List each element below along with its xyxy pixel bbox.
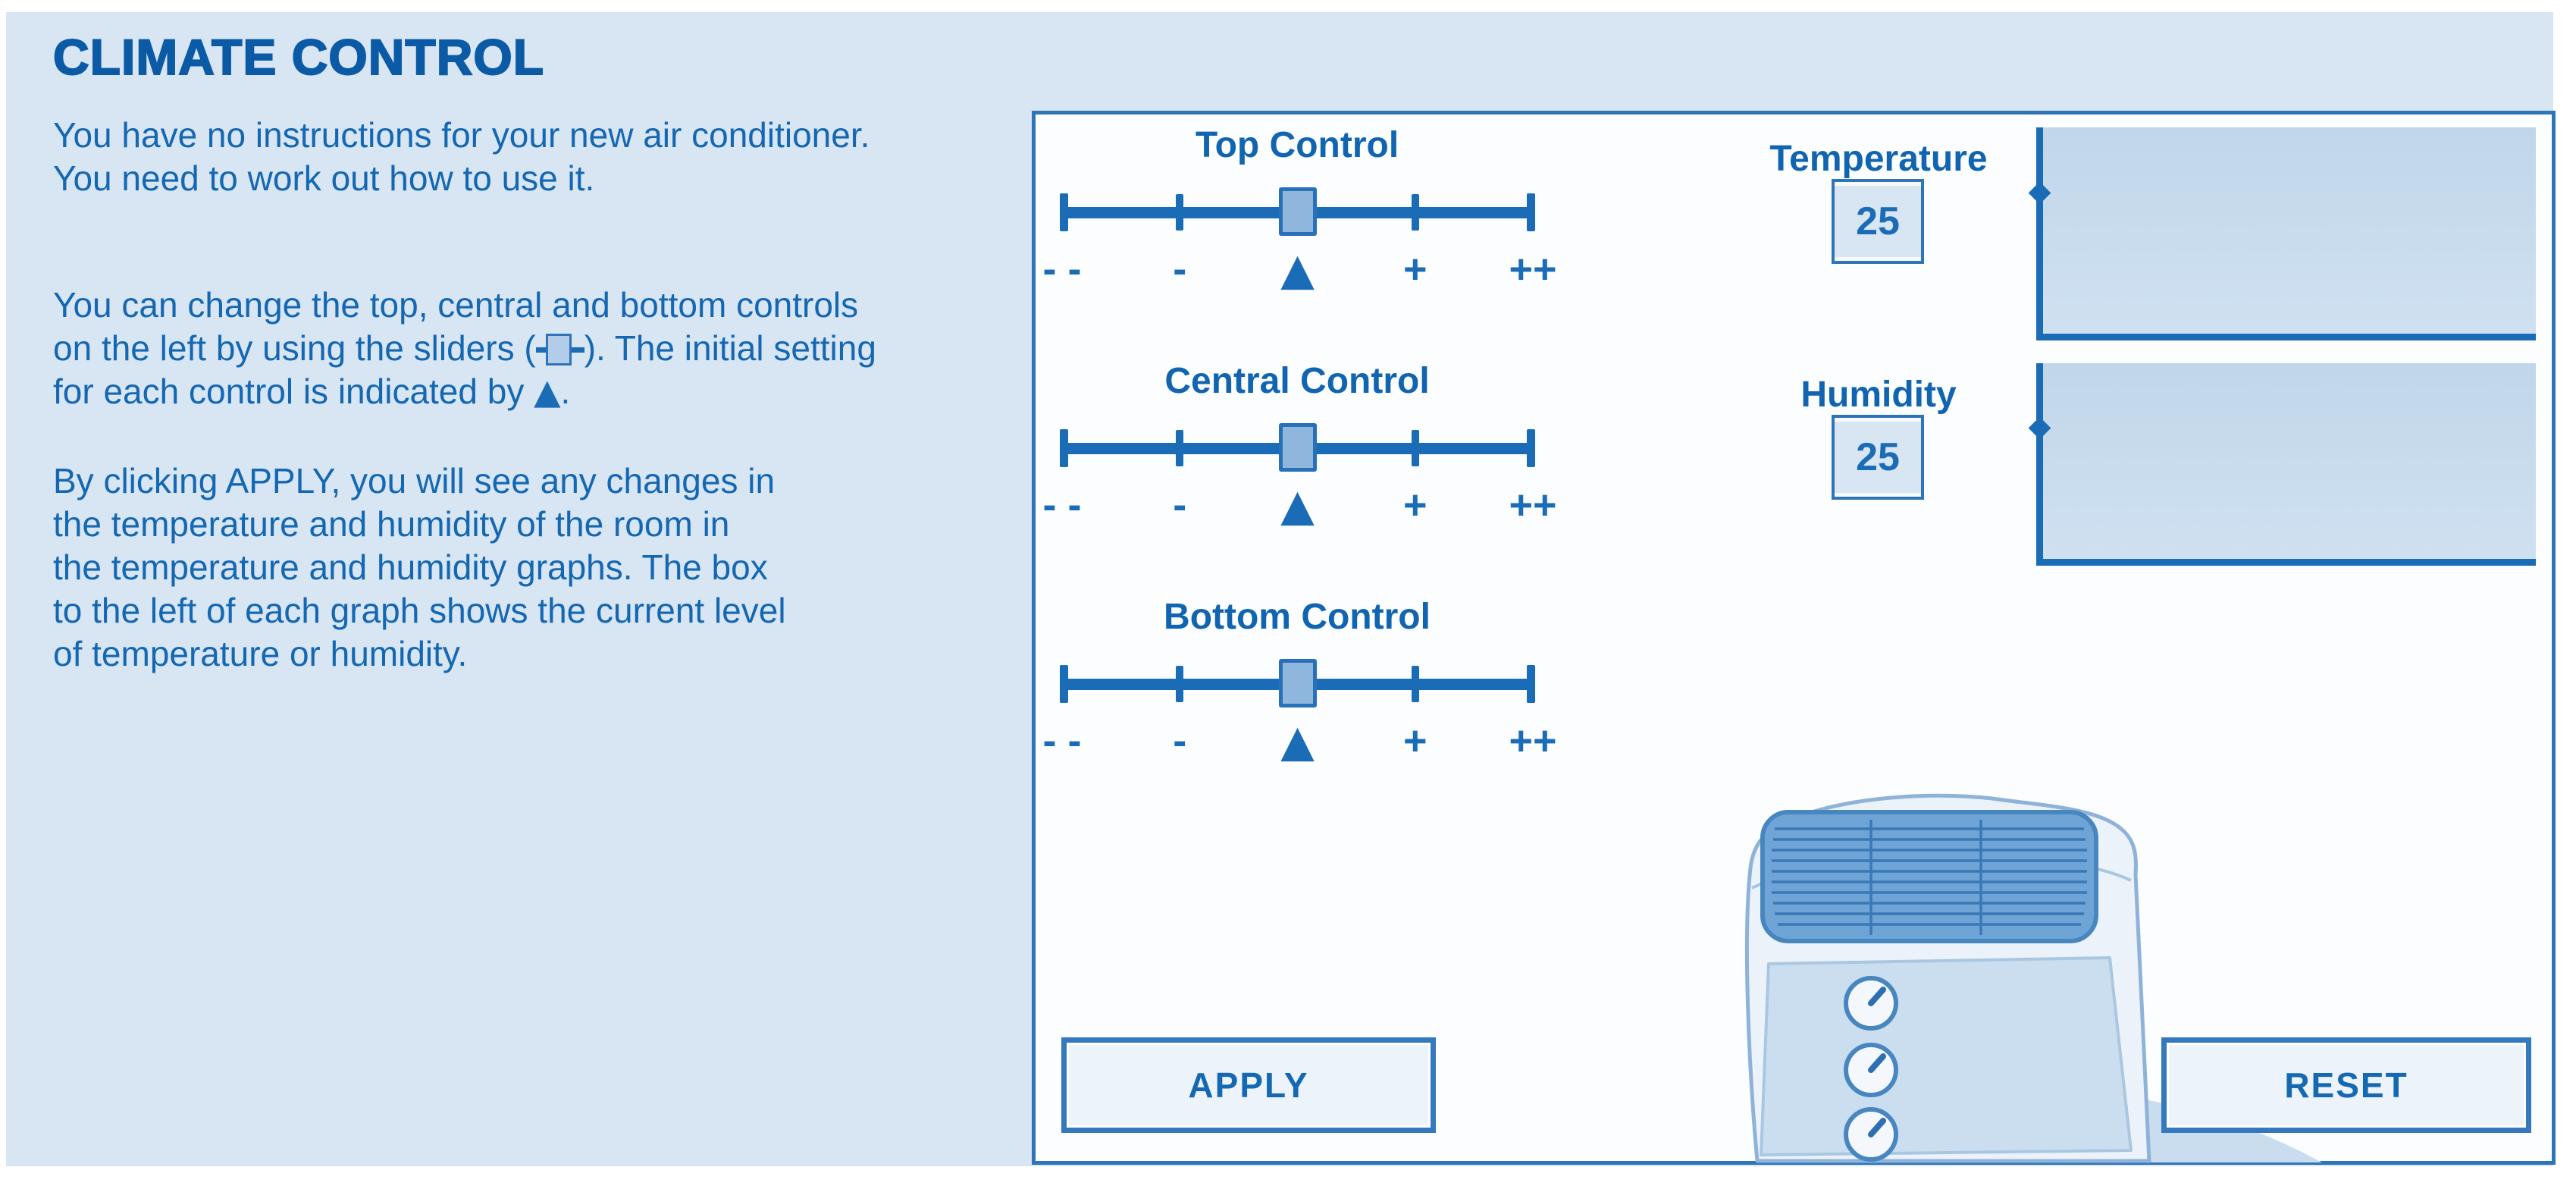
scale-minus: - xyxy=(1173,246,1187,292)
scale-plus-plus: ++ xyxy=(1509,246,1557,292)
tick-mark xyxy=(1176,430,1184,466)
temperature-value-box: 25 xyxy=(1832,179,1924,264)
top-control-track[interactable] xyxy=(1060,187,1535,236)
reset-button[interactable]: RESET xyxy=(2161,1037,2531,1133)
triangle-marker-icon: ▲ xyxy=(1280,243,1315,295)
slider-group-top: Top Control - - - ▲ + ++ xyxy=(1043,125,1557,308)
humidity-graph xyxy=(2028,363,2536,566)
climate-control-unit-background: CLIMATE CONTROL You have no instructions… xyxy=(6,12,2556,1166)
scale-plus: + xyxy=(1402,246,1427,292)
temperature-graph xyxy=(2028,127,2536,340)
triangle-marker-icon: ▲ xyxy=(1280,479,1315,531)
bottom-control-label: Bottom Control xyxy=(1164,597,1431,637)
slider-group-central: Central Control - - - ▲ + ++ xyxy=(1043,361,1557,544)
triangle-marker-icon: ▲ xyxy=(534,371,561,412)
apply-button[interactable]: APPLY xyxy=(1061,1037,1436,1133)
central-control-scale: - - - ▲ + ++ xyxy=(1043,479,1557,531)
triangle-marker-icon: ▲ xyxy=(1280,715,1315,767)
central-control-label: Central Control xyxy=(1164,361,1430,401)
bottom-control-track[interactable] xyxy=(1060,659,1535,708)
top-control-scale: - - - ▲ + ++ xyxy=(1043,243,1557,295)
sliders-paragraph: You can change the top, central and bott… xyxy=(53,284,1008,413)
central-control-track[interactable] xyxy=(1060,423,1535,472)
slider-handle-icon xyxy=(535,332,584,367)
page-title: CLIMATE CONTROL xyxy=(52,28,545,86)
tick-mark xyxy=(1411,666,1419,702)
air-conditioner-illustration xyxy=(1744,793,2322,1163)
scale-minus: - xyxy=(1173,718,1187,764)
scale-plus-plus: ++ xyxy=(1509,482,1557,528)
humidity-value-box: 25 xyxy=(1832,415,1924,500)
tick-mark xyxy=(1176,666,1184,702)
top-control-label: Top Control xyxy=(1195,125,1399,165)
temperature-label: Temperature xyxy=(1769,139,1988,179)
humidity-label: Humidity xyxy=(1800,375,1957,415)
sliders-paragraph-text-before: You can change the top, central and bott… xyxy=(53,285,859,368)
scale-plus-plus: ++ xyxy=(1509,718,1557,764)
slider-group-bottom: Bottom Control - - - ▲ + ++ xyxy=(1043,597,1557,780)
scale-minus-minus: - - xyxy=(1042,246,1082,292)
scale-minus-minus: - - xyxy=(1042,718,1082,764)
central-control-slider-handle[interactable] xyxy=(1278,423,1317,472)
apply-paragraph: By clicking APPLY, you will see any chan… xyxy=(53,461,786,673)
bottom-control-slider-handle[interactable] xyxy=(1278,659,1317,708)
tick-mark xyxy=(1411,194,1419,231)
top-control-slider-handle[interactable] xyxy=(1278,187,1317,236)
tick-mark xyxy=(1176,194,1184,231)
sliders-paragraph-text-after: ). The initial setting for each control … xyxy=(53,328,876,411)
scale-plus: + xyxy=(1402,482,1427,528)
scale-minus: - xyxy=(1173,482,1187,528)
scale-plus: + xyxy=(1402,718,1427,764)
intro-paragraph: You have no instructions for your new ai… xyxy=(53,115,870,198)
tick-mark xyxy=(1411,430,1419,466)
sliders-paragraph-period: . xyxy=(560,372,571,411)
scale-minus-minus: - - xyxy=(1042,482,1082,528)
bottom-control-scale: - - - ▲ + ++ xyxy=(1043,715,1557,767)
